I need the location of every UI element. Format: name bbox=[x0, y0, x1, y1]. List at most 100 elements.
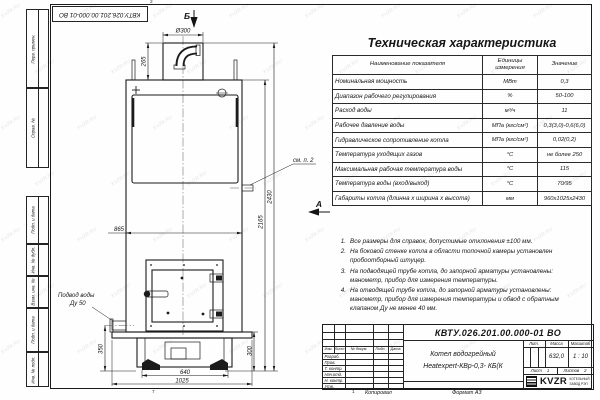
note-text: На подводящей трубе котла, до запорной а… bbox=[350, 267, 554, 284]
drawing-frame bbox=[50, 4, 592, 389]
table-row: Габариты котла (длинна х ширина х высота… bbox=[332, 190, 592, 207]
row-unit: МПа (кгс/см²) bbox=[482, 117, 538, 134]
scale-value: 1 : 10 bbox=[572, 354, 588, 360]
product-name: Котел водогрейный Heatexpert-КВр-0,3- КБ… bbox=[403, 340, 523, 381]
see-note-callout: см. п. 2 bbox=[249, 158, 316, 186]
row-name: Рабочее давление воды bbox=[332, 117, 483, 134]
water-inlet-stub bbox=[104, 318, 134, 333]
role-tkontr: Т. контр. bbox=[324, 365, 343, 371]
row-unit: °С bbox=[482, 161, 538, 178]
margin-stamp-label: Взам. инв. № bbox=[30, 278, 35, 306]
row-value: не более 250 bbox=[537, 146, 592, 163]
row-name: Габариты котла (длинна х ширина х высота… bbox=[332, 190, 483, 207]
role-prov: Пров. bbox=[324, 359, 336, 365]
row-name: Температура уходящих газов bbox=[332, 146, 483, 163]
mass-label: Масса bbox=[550, 340, 563, 346]
margin-stamp-podp-data-2: Подп. и дата bbox=[26, 308, 49, 352]
product-name-line2: Heatexpert-КВр-0,3- КБ(К bbox=[423, 362, 503, 370]
role-utv: Утв. bbox=[324, 383, 335, 389]
dimension-inlet-height: 350 bbox=[99, 325, 136, 372]
door-handle bbox=[143, 290, 169, 298]
dim-label-chimney-dia: Ø300 bbox=[175, 29, 191, 35]
row-unit: МПа (кгс/см²) bbox=[482, 132, 538, 148]
boiler-front-view: Б Ø300 265 bbox=[58, 10, 330, 386]
margin-stamp-perv-primen: Перв. примен. bbox=[26, 9, 49, 88]
lifting-pin-left bbox=[131, 59, 136, 81]
dim-label-total-h: 2430 bbox=[268, 190, 274, 205]
dim-label-inlet-h: 350 bbox=[99, 343, 105, 354]
col-list: Лист bbox=[334, 346, 345, 351]
row-unit: °С bbox=[482, 176, 538, 192]
row-unit: МВт bbox=[482, 74, 538, 90]
title-block-doc-number: КВТУ.026.201.00.000-01 ВО bbox=[434, 327, 562, 338]
row-name: Номинальная мощность bbox=[332, 74, 483, 90]
view-arrow-a: А bbox=[308, 199, 330, 216]
col-data: Дата bbox=[390, 346, 401, 351]
kvzr-sub-line1: КОТЕЛЬНЫЙ bbox=[569, 377, 590, 382]
margin-stamp-label: Подп. и дата bbox=[30, 316, 35, 344]
tech-table: Наименование показателя Единицы измерени… bbox=[332, 55, 592, 207]
col-podp: Подп. bbox=[375, 346, 386, 351]
sampling-stub bbox=[230, 184, 256, 192]
margin-stamp-inv-podl: Инв. № подл. bbox=[26, 352, 49, 387]
note-number: 1. bbox=[340, 238, 346, 245]
col-header-value: Значение bbox=[537, 55, 592, 75]
margin-stamp-inv-dubl: Инв. № дубл. bbox=[26, 244, 49, 276]
note-item: 2.На боковой стенке котла в области топо… bbox=[336, 248, 586, 266]
row-name: Температура воды (вход/выход) bbox=[332, 176, 483, 192]
title-block: КВТУ.026.201.00.000-01 ВО Котел водогрей… bbox=[322, 324, 594, 390]
elbow-pipe bbox=[173, 44, 201, 70]
support-feet bbox=[142, 359, 228, 370]
sensor-port bbox=[216, 88, 228, 98]
margin-stamp-label: Инв. № подл. bbox=[30, 355, 35, 384]
callout-water-line1: Подвод воды bbox=[58, 293, 95, 299]
lifting-pin-right bbox=[233, 59, 238, 81]
lit-label: Лит. bbox=[529, 340, 539, 346]
tech-table-title: Техническая характеристика bbox=[367, 36, 557, 50]
row-name: Максимальная рабочая температура воды bbox=[332, 161, 483, 178]
kvzr-logo-text: KVZR bbox=[539, 376, 568, 387]
door-hinges bbox=[209, 273, 224, 319]
dim-label-base-w: 1025 bbox=[175, 378, 189, 384]
dimension-chimney-height: 265 bbox=[142, 42, 163, 81]
margin-stamp-label: Инв. № дубл. bbox=[30, 246, 35, 274]
col-dokum: № докум. bbox=[350, 346, 368, 351]
note-item: 4.На отводящей трубе котла, до запорной … bbox=[336, 287, 586, 314]
note-item: 3. На подводящей трубе котла, до запорной… bbox=[336, 268, 586, 286]
scale-label: Масштаб bbox=[570, 340, 591, 346]
row-value: 0,3 bbox=[537, 74, 592, 90]
note-number: 2. bbox=[340, 248, 346, 256]
row-value: 0,3(3,0)-0,6(6,0) bbox=[537, 117, 592, 134]
water-inlet-callout: Подвод воды Ду 50 bbox=[58, 293, 114, 322]
dimension-base-height: 300 bbox=[225, 331, 278, 372]
dim-label-base-h: 300 bbox=[248, 345, 254, 356]
kvzr-logo-icon bbox=[526, 376, 538, 387]
company-logo: KVZR КОТЕЛЬНЫЙ ЗАВОД РЭП bbox=[523, 374, 593, 389]
zone-mark-top: 2 bbox=[150, 0, 153, 5]
col-header-name: Наименование показателя bbox=[332, 55, 483, 75]
row-value: 115 bbox=[537, 161, 592, 178]
col-izm: Изм. bbox=[324, 346, 333, 351]
see-note-label: см. п. 2 bbox=[293, 158, 314, 164]
margin-stamp-vzam-inv: Взам. инв. № bbox=[26, 276, 49, 308]
inspection-panel bbox=[131, 94, 239, 184]
furnace-door bbox=[143, 259, 224, 332]
mass-value: 632,0 bbox=[548, 354, 564, 360]
dimension-body-width: 865 bbox=[108, 227, 243, 235]
row-unit: % bbox=[482, 88, 538, 105]
dim-label-body-h: 2165 bbox=[259, 215, 265, 230]
note-number: 3. bbox=[340, 267, 346, 275]
callout-water-line2: Ду 50 bbox=[69, 301, 86, 307]
row-value: 50-100 bbox=[537, 88, 592, 105]
row-unit: мм bbox=[482, 190, 538, 207]
row-value: 960х1025х2430 bbox=[537, 190, 592, 207]
role-nkontr: Н. контр. bbox=[324, 377, 344, 383]
zone-mark-bottom-right: 1 bbox=[352, 390, 355, 395]
row-name: Расход воды bbox=[332, 103, 483, 119]
row-value: 11 bbox=[537, 103, 592, 119]
copied-label: Копировал bbox=[365, 390, 392, 396]
